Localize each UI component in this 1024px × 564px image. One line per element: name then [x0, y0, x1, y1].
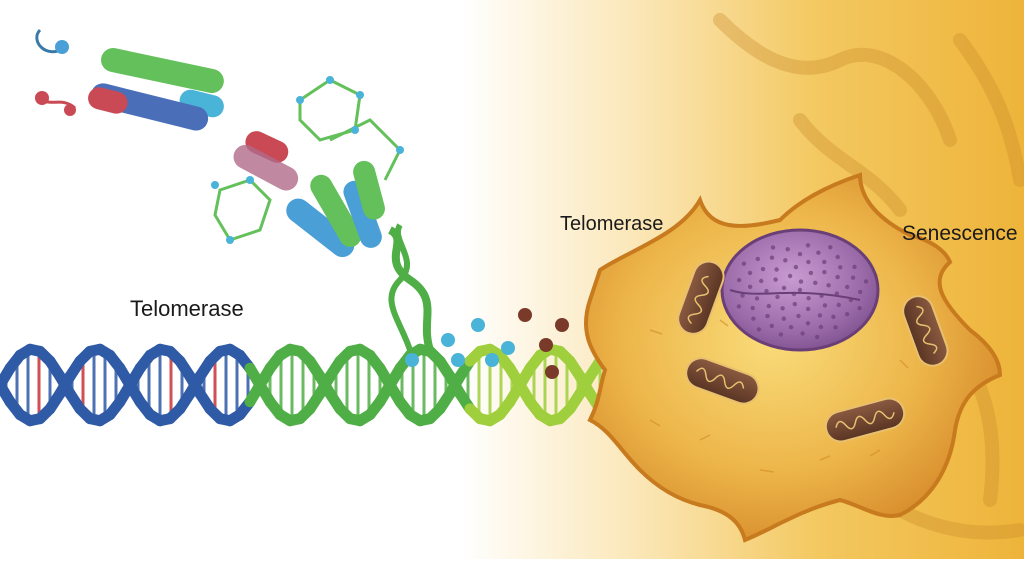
telomerase-label-middle: Telomerase: [560, 213, 664, 235]
cell-icon: [584, 172, 1003, 543]
telomerase-label-left: Telomerase: [130, 296, 244, 321]
senescence-label: Senescence: [902, 222, 1018, 245]
mitochondrion-icon: [677, 260, 949, 443]
protein-icon: [34, 28, 404, 258]
nucleus-icon: [720, 228, 880, 352]
